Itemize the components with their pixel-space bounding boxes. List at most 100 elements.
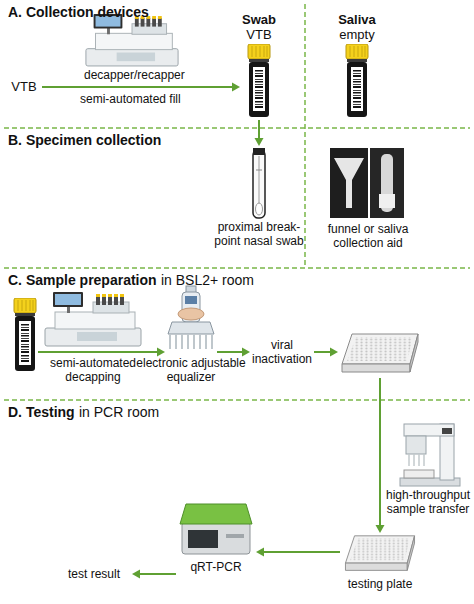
- liquid-handler: [440, 424, 454, 480]
- liquid-handler: [404, 424, 454, 436]
- section-heading: in BSL2+ room: [161, 272, 254, 289]
- node-text: VTB: [234, 27, 284, 42]
- section-heading: B. Specimen collection: [8, 132, 161, 149]
- device-node: semi-automated decapping: [40, 290, 146, 390]
- flow-line: [146, 351, 158, 353]
- sample-tube: [14, 298, 36, 371]
- node-text: empty: [332, 27, 382, 42]
- arrow-head: [232, 83, 240, 92]
- flow-line: [258, 120, 260, 139]
- nasal-swab-illustration: [256, 170, 262, 171]
- equalizer-pipette: [199, 334, 201, 349]
- flow-line: [38, 351, 146, 353]
- node-text: high-throughput sample transfer: [384, 488, 472, 516]
- well-plate: [345, 536, 414, 571]
- section-band: A. Collection devicesVTBSwabVTBSalivaemp…: [0, 0, 474, 128]
- flow-line: [38, 352, 146, 353]
- device-node: proximal break-point nasal swab: [214, 146, 304, 264]
- section-band: C. Sample preparationin BSL2+ room semi-a…: [0, 268, 474, 400]
- equalizer-pipette: [181, 334, 183, 349]
- device-node: testing plate: [340, 534, 420, 596]
- section-band: B. Specimen collection proximal break-poi…: [0, 128, 474, 268]
- flow-arrow: [314, 351, 331, 353]
- section-heading: in PCR room: [79, 404, 159, 421]
- pcr-machine: [180, 504, 252, 554]
- equalizer-pipette: [178, 308, 204, 320]
- equalizer-pipette: [175, 334, 177, 349]
- liquid-handler: [404, 470, 434, 478]
- well-plate: [342, 334, 418, 372]
- well-plate: [345, 536, 414, 571]
- flow-arrow: [376, 378, 385, 533]
- section-heading: D. Testing: [8, 404, 75, 421]
- liquid-handler: [418, 454, 420, 466]
- flow-arrow: [314, 348, 338, 357]
- flow-arrow: [132, 570, 176, 579]
- section-divider: [4, 4, 470, 400]
- arrow-note: semi-automated fill: [80, 92, 181, 106]
- device-node: test result: [56, 566, 132, 584]
- decapper-instrument: [45, 292, 141, 346]
- pcr-machine: [188, 530, 218, 548]
- decapper-instrument: [86, 14, 178, 66]
- node-text: qRT-PCR: [176, 560, 256, 574]
- decapper-instrument: [86, 14, 178, 66]
- nasal-swab-illustration: [253, 150, 265, 218]
- liquid-handler: [423, 454, 425, 466]
- nasal-swab-illustration: [253, 148, 265, 155]
- pcr-machine: [182, 522, 250, 554]
- flow-line: [139, 573, 176, 575]
- section-heading: A. Collection devices: [8, 4, 149, 21]
- arrow-head: [255, 138, 264, 146]
- equalizer-pipette: [185, 296, 197, 304]
- section-heading: C. Sample preparation: [8, 272, 157, 289]
- equalizer-pipette: [169, 334, 171, 349]
- flow-arrow: [217, 348, 250, 357]
- node-text: viral inactivation: [250, 338, 314, 366]
- sample-tube: [248, 44, 270, 117]
- flow-line: [217, 351, 243, 353]
- flow-arrow: [42, 83, 240, 92]
- device-node: VTB: [6, 78, 42, 96]
- arrow-head: [242, 348, 250, 357]
- saliva-funnel-illustration: [330, 148, 404, 218]
- device-node: high-throughput sample transfer: [384, 420, 472, 520]
- section-divider: [4, 267, 470, 269]
- sample-tube: [346, 44, 368, 117]
- section-divider: [4, 127, 470, 129]
- node-text: VTB: [6, 79, 42, 94]
- equalizer-pipette: [193, 334, 195, 349]
- equalizer-pipette: [211, 334, 213, 349]
- saliva-funnel-illustration: [330, 148, 368, 218]
- well-plate: [342, 334, 418, 372]
- pcr-machine: [226, 534, 244, 538]
- flow-arrow: [379, 378, 381, 526]
- liquid-handler: [409, 454, 424, 466]
- node-text: funnel or saliva collection aid: [310, 222, 426, 250]
- node-text: electronic adjustable equalizer: [133, 356, 249, 384]
- saliva-funnel-illustration: [379, 194, 395, 208]
- flow-arrow: [146, 348, 165, 357]
- equalizer-pipette: [170, 334, 212, 349]
- device-node: qRT-PCR: [176, 502, 256, 580]
- device-node: Salivaempty: [338, 12, 376, 120]
- arrow-head: [157, 348, 165, 357]
- sample-tube: [14, 298, 36, 371]
- node-text: Swab: [234, 12, 284, 27]
- liquid-handler: [413, 454, 415, 466]
- liquid-handler: [406, 436, 426, 454]
- saliva-funnel-illustration: [334, 158, 364, 208]
- equalizer-pipette: [187, 334, 189, 349]
- nasal-swab-illustration: [253, 148, 265, 218]
- equalizer-pipette: [168, 322, 214, 334]
- flow-line: [263, 551, 340, 553]
- flow-arrow: [256, 548, 340, 557]
- sample-tube: [248, 44, 368, 117]
- device-node: viral inactivation: [250, 338, 314, 368]
- liquid-handler: [442, 428, 452, 434]
- decapper-instrument: [45, 292, 141, 346]
- node-text: proximal break-point nasal swab: [214, 220, 304, 248]
- device-node: electronic adjustable equalizer: [165, 290, 217, 352]
- section-divider: [4, 399, 470, 401]
